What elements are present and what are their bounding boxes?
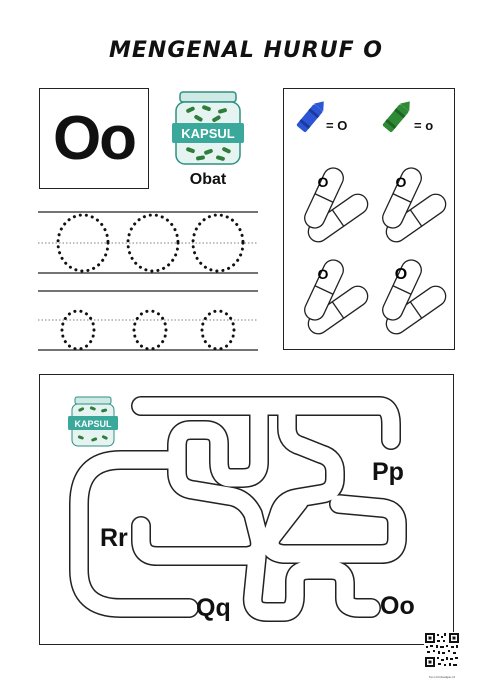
capsule-letter-4: O bbox=[395, 266, 407, 283]
blue-crayon-icon bbox=[296, 101, 324, 132]
capsule-letter-3: O bbox=[318, 266, 329, 282]
maze-paths bbox=[69, 396, 407, 622]
maze-letter-pp: Pp bbox=[372, 458, 404, 486]
jar-label: KAPSUL bbox=[181, 126, 235, 141]
capsule-letter-2: O bbox=[396, 174, 407, 190]
maze-letter-rr: Rr bbox=[100, 524, 128, 552]
capsule-pair-3: O bbox=[304, 259, 369, 335]
trace-big-o-1 bbox=[56, 213, 110, 273]
letter-display-box: Oo bbox=[39, 88, 149, 189]
coloring-box bbox=[283, 88, 455, 350]
maze-letter-oo: Oo bbox=[380, 592, 415, 620]
trace-small-o-3 bbox=[200, 309, 236, 351]
blue-crayon-equals: = O bbox=[326, 118, 348, 133]
maze-jar-illustration: KAPSUL bbox=[68, 396, 118, 447]
trace-big-o-3 bbox=[191, 213, 245, 273]
green-crayon-equals: = o bbox=[414, 118, 434, 133]
maze-box bbox=[39, 374, 454, 645]
trace-small-o-1 bbox=[60, 309, 96, 351]
capsule-letter-1: O bbox=[318, 174, 329, 190]
capsule-jar-illustration: KAPSUL bbox=[172, 91, 244, 165]
trace-small-o-2 bbox=[132, 309, 168, 351]
worksheet-title: MENGENAL HURUF O bbox=[108, 38, 383, 63]
capsule-pair-1: O bbox=[304, 167, 369, 243]
footer-site: tsi.com/belajar.id bbox=[429, 675, 455, 679]
green-crayon-icon bbox=[382, 101, 410, 132]
maze-letter-qq: Qq bbox=[196, 594, 231, 622]
maze-jar-label: KAPSUL bbox=[74, 419, 112, 429]
jar-word: Obat bbox=[189, 171, 227, 188]
tracing-area bbox=[38, 211, 258, 351]
qr-code-icon bbox=[424, 632, 460, 668]
trace-big-o-2 bbox=[126, 213, 180, 273]
letter-display: Oo bbox=[52, 104, 137, 173]
capsule-pair-2: O bbox=[382, 167, 447, 243]
capsule-pair-4: O bbox=[382, 259, 447, 335]
